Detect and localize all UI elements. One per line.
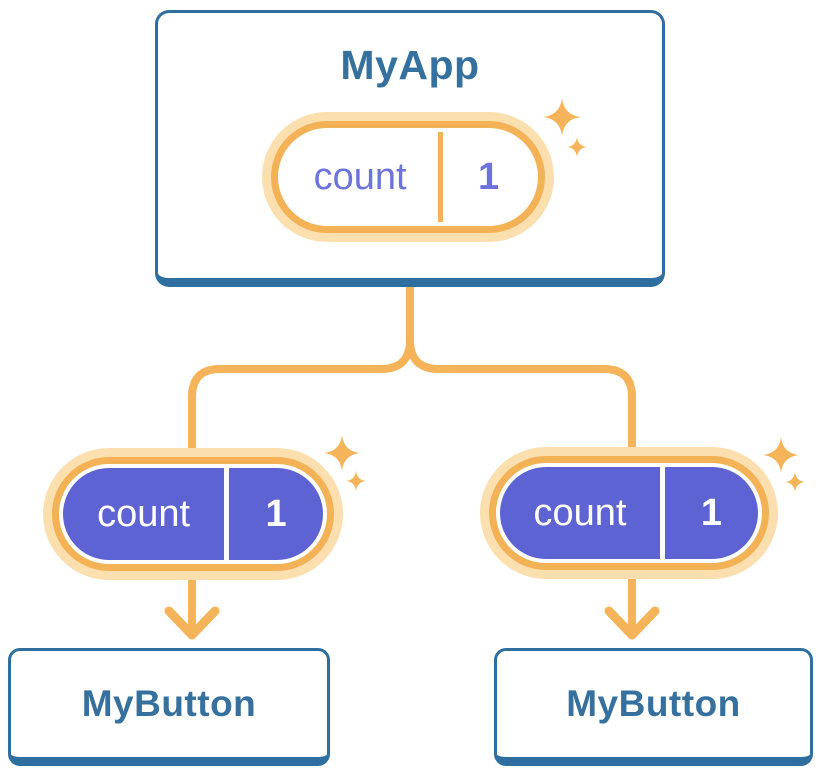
- state-name-label: count: [313, 155, 407, 198]
- sparkle-icon: [543, 98, 581, 136]
- pill-divider: [224, 468, 230, 560]
- state-name-label: count: [97, 492, 191, 535]
- state-value-label: 1: [265, 492, 287, 535]
- right-child-state-pill: count 1: [480, 447, 778, 579]
- branch-right-line: [406, 287, 636, 632]
- myapp-title: MyApp: [340, 42, 480, 88]
- sparkle-icon: [324, 435, 360, 471]
- pill-core: count 1: [500, 467, 758, 559]
- left-mybutton-node-card: MyButton: [8, 648, 330, 766]
- pill-ring: count 1: [52, 457, 334, 571]
- state-value-label: 1: [478, 155, 500, 198]
- mybutton-title: MyButton: [81, 683, 257, 724]
- left-child-state-pill: count 1: [43, 448, 343, 580]
- pill-divider: [438, 132, 444, 222]
- arrow-down-icon: [604, 606, 660, 640]
- pill-ring: count 1: [271, 121, 545, 233]
- pill-divider: [659, 467, 665, 559]
- state-value-label: 1: [700, 491, 723, 534]
- sparkle-icon: [567, 137, 587, 157]
- arrow-down-icon: [164, 606, 220, 640]
- sparkle-icon: [763, 437, 799, 473]
- sparkle-icon: [346, 471, 366, 491]
- mybutton-title: MyButton: [566, 683, 741, 724]
- state-name-label: count: [533, 491, 627, 534]
- pill-core: count 1: [282, 132, 534, 222]
- pill-ring: count 1: [489, 456, 769, 570]
- root-state-pill: count 1: [262, 112, 554, 242]
- sparkle-icon: [785, 472, 805, 492]
- pill-core: count 1: [63, 468, 323, 560]
- right-mybutton-node-card: MyButton: [494, 648, 813, 766]
